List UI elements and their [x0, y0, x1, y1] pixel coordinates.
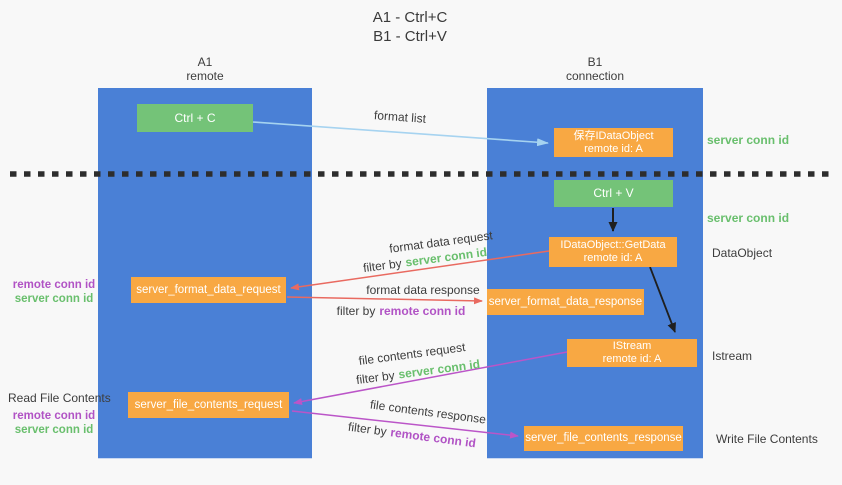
lane-a1-name: A1 [197, 55, 213, 69]
node-istream-line2: remote id: A [602, 353, 662, 365]
lane-a1-header: A1 remote [98, 55, 312, 83]
label-server-conn-id-left-bottom: server conn id [14, 424, 94, 436]
lane-a1-type: remote [186, 69, 224, 83]
label-server-conn-id-right-top: server conn id [707, 133, 790, 147]
filter-by-text: filter by [355, 368, 396, 388]
node-ctrl-v: Ctrl + V [554, 180, 673, 207]
filter-by-text: filter by [336, 304, 376, 318]
label-conn-pair-bottom: remote conn id server conn id [4, 409, 104, 437]
filter-by-text: filter by [362, 256, 403, 276]
label-read-file-contents: Read File Contents [8, 391, 111, 405]
label-server-conn-id-left-top: server conn id [14, 293, 94, 305]
label-write-file-contents: Write File Contents [716, 432, 818, 446]
node-getdata-line1: IDataObject::GetData [560, 239, 666, 251]
node-file-response-label: server_file_contents_response [525, 432, 682, 444]
node-server-format-data-request: server_format_data_request [131, 277, 286, 303]
node-format-request-label: server_format_data_request [136, 283, 281, 296]
node-save-idataobject-line1: 保存IDataObject [573, 129, 654, 142]
label-remote-conn-id-left-top: remote conn id [12, 279, 96, 291]
node-save-idataobject-line2: remote id: A [584, 142, 643, 155]
node-save-idataobject: 保存IDataObject remote id: A [554, 128, 673, 157]
node-ctrl-v-label: Ctrl + V [593, 186, 634, 200]
node-ctrl-c: Ctrl + C [137, 104, 253, 132]
label-conn-pair-top: remote conn id server conn id [4, 278, 104, 306]
label-dataobject: DataObject [712, 246, 773, 260]
arrow-format-data-response [286, 296, 483, 305]
diagram-title: A1 - Ctrl+C B1 - Ctrl+V [322, 8, 498, 46]
label-file-contents-response: file contents response [369, 397, 487, 427]
node-istream: IStream remote id: A [567, 339, 697, 367]
node-server-file-contents-response: server_file_contents_response [524, 426, 683, 451]
remote-conn-id-text: remote conn id [389, 425, 477, 451]
label-format-data-response: format data response [366, 283, 480, 297]
node-ctrl-c-label: Ctrl + C [174, 110, 216, 125]
remote-conn-id-text: remote conn id [379, 304, 466, 318]
label-format-list: format list [373, 108, 427, 126]
label-remote-conn-id-left-bottom: remote conn id [12, 410, 96, 422]
title-line-1: A1 - Ctrl+C [372, 9, 448, 26]
node-idataobject-getdata: IDataObject::GetData remote id: A [549, 237, 677, 267]
lane-b1-name: B1 [587, 55, 603, 69]
node-file-request-label: server_file_contents_request [134, 398, 283, 411]
label-server-conn-id-right-mid: server conn id [707, 211, 790, 225]
node-getdata-line2: remote id: A [583, 252, 643, 264]
label-istream: Istream [712, 349, 753, 363]
node-server-file-contents-request: server_file_contents_request [128, 392, 289, 418]
lane-b1-header: B1 connection [487, 55, 703, 83]
title-line-2: B1 - Ctrl+V [373, 28, 447, 45]
lane-b1-type: connection [565, 69, 625, 83]
node-format-response-label: server_format_data_response [488, 295, 643, 308]
filter-by-text: filter by [347, 419, 388, 439]
node-istream-line1: IStream [612, 340, 652, 352]
node-server-format-data-response: server_format_data_response [487, 289, 644, 315]
